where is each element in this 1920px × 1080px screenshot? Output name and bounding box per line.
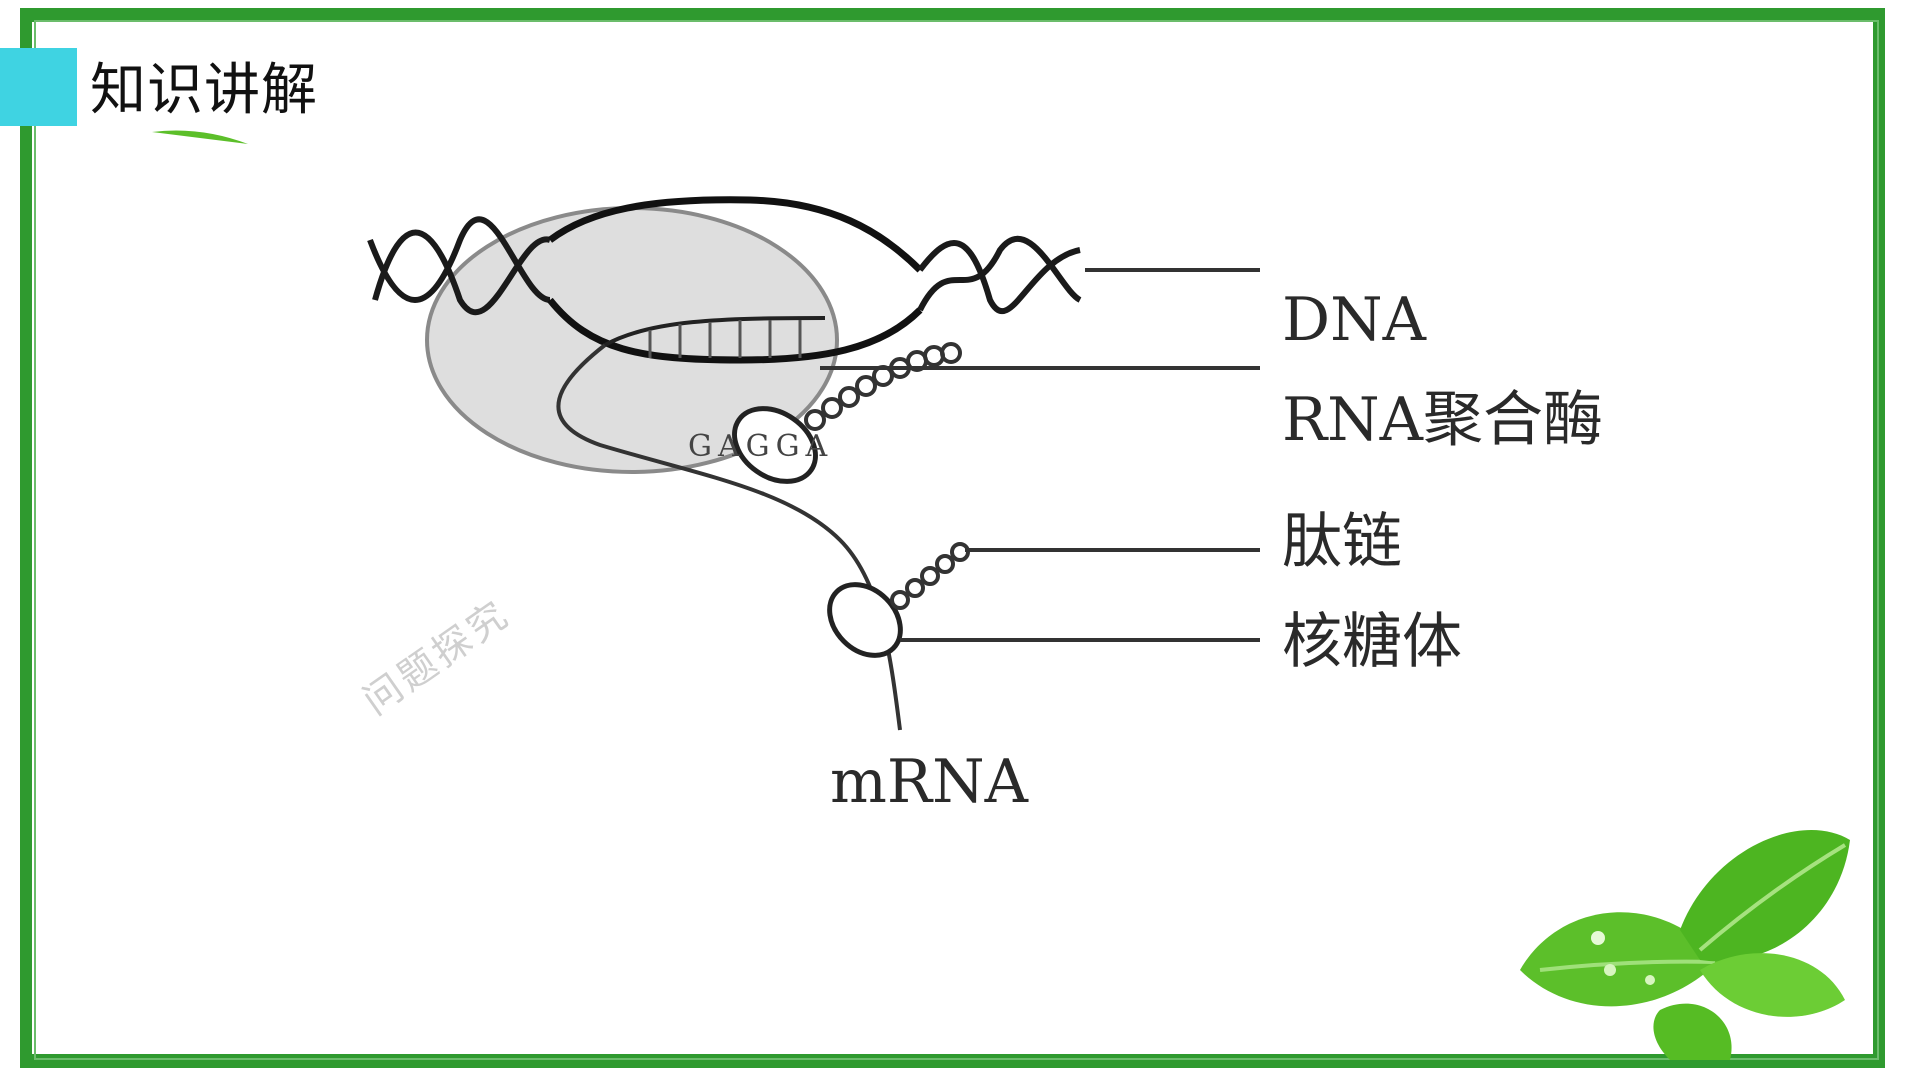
label-dna: DNA <box>1282 285 1426 355</box>
ribosome-1 <box>732 406 818 484</box>
dna-helix-right-strand-b <box>917 236 1082 312</box>
leaves-decoration-icon <box>1520 830 1850 1060</box>
dna-helix-left-strand-b <box>372 229 551 315</box>
dna-helix-left-strand-a <box>367 216 551 303</box>
sequence-label: GAGGA <box>688 429 834 464</box>
label-rna-polymerase: RNA聚合酶 <box>1282 385 1604 455</box>
peptide-chain-2 <box>890 542 970 610</box>
header-accent-bar <box>0 48 77 126</box>
nascent-rna <box>604 316 826 347</box>
dna-top-strand <box>547 196 923 273</box>
label-mrna: mRNA <box>830 747 1028 817</box>
dna-bottom-strand <box>547 297 923 364</box>
title-leaf-icon <box>152 130 248 144</box>
dna-helix-right-strand-a <box>917 240 1081 315</box>
page-title: 知识讲解 <box>90 58 318 123</box>
label-peptide-chain: 肽链 <box>1282 507 1402 577</box>
base-pair-ticks <box>648 320 802 358</box>
ribosome-2 <box>827 582 903 658</box>
label-ribosome: 核糖体 <box>1282 607 1462 677</box>
slide-frame <box>20 8 1885 1068</box>
transcription-translation-diagram <box>367 196 1260 731</box>
leader-lines <box>820 268 1260 642</box>
